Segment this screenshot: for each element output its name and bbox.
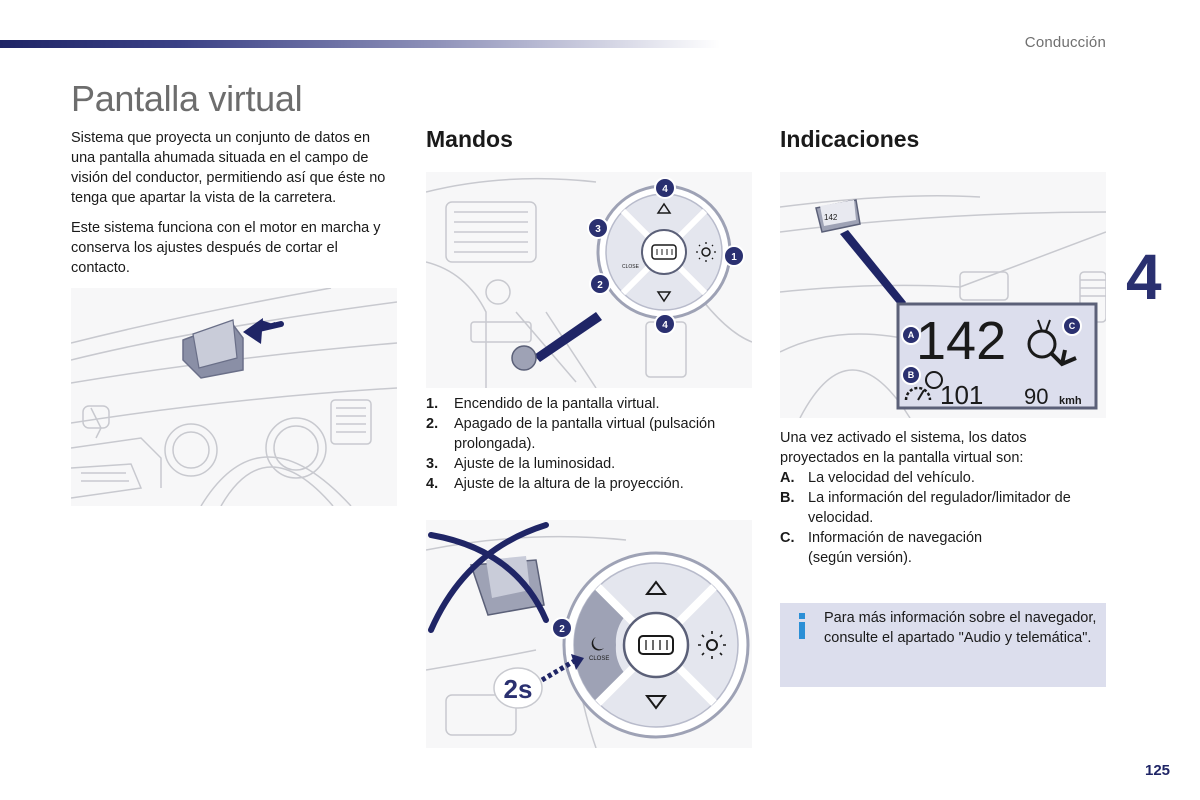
display-limit-speed: 90	[1024, 384, 1048, 409]
controls-drawing: CLOSE 4 3 1 2 4	[426, 172, 752, 388]
display-drawing: 142 142 101 90 kmh A B C	[780, 172, 1106, 418]
intro-paragraph-1: Sistema que proyecta un conjunto de dato…	[71, 130, 386, 206]
display-speed: 142	[916, 311, 1006, 371]
callout-4-top: 4	[662, 184, 668, 195]
long-press-illustration: CLOSE 2 2s	[426, 520, 752, 748]
close-label-large: CLOSE	[589, 656, 609, 662]
list-item: A.La velocidad del vehículo.	[780, 470, 975, 486]
callout-3: 3	[595, 224, 601, 235]
mandos-list: 1.Encendido de la pantalla virtual. 2.Ap…	[426, 394, 726, 494]
head-up-display-illustration: 142 142 101 90 kmh A B C	[780, 172, 1106, 418]
mandos-heading: Mandos	[426, 126, 513, 152]
close-label: CLOSE	[622, 264, 640, 270]
section-name: Conducción	[1024, 34, 1106, 51]
intro-paragraph-2: Este sistema funciona con el motor en ma…	[71, 220, 381, 276]
page-title: Pantalla virtual	[71, 78, 303, 119]
list-item: B.La información del regulador/limitador…	[780, 490, 1071, 526]
display-unit: kmh	[1059, 395, 1082, 407]
indicaciones-heading: Indicaciones	[780, 126, 920, 152]
list-item: 3.Ajuste de la luminosidad.	[426, 456, 616, 472]
list-item: C.Información de navegación (según versi…	[780, 530, 983, 566]
info-icon	[799, 613, 805, 639]
dashboard-drawing	[71, 288, 397, 506]
press-duration-label: 2s	[504, 674, 533, 704]
callout-2-longpress: 2	[559, 624, 565, 635]
info-text: Para más información sobre el navegador,…	[824, 610, 1097, 646]
indicaciones-intro: Una vez activado el sistema, los datos p…	[780, 430, 1027, 466]
list-item: 2.Apagado de la pantalla virtual (pulsac…	[426, 416, 716, 452]
long-press-drawing: CLOSE 2 2s	[426, 520, 752, 748]
list-item: 4.Ajuste de la altura de la proyección.	[426, 476, 684, 492]
label-c: C	[1069, 321, 1076, 331]
info-box: Para más información sobre el navegador,…	[780, 603, 1106, 687]
indicaciones-list: A.La velocidad del vehículo. B.La inform…	[780, 468, 1106, 568]
callout-1: 1	[731, 252, 737, 263]
callout-2: 2	[597, 280, 603, 291]
dashboard-illustration	[71, 288, 397, 506]
mini-display-speed: 142	[824, 213, 838, 222]
page-number: 125	[1145, 762, 1171, 779]
header-gradient-bar	[0, 40, 720, 48]
display-cruise-speed: 101	[940, 380, 983, 410]
chapter-number: 4	[1126, 241, 1162, 313]
callout-4-bottom: 4	[662, 320, 668, 331]
label-a: A	[908, 330, 915, 340]
controls-illustration: CLOSE 4 3 1 2 4	[426, 172, 752, 388]
list-item: 1.Encendido de la pantalla virtual.	[426, 396, 660, 412]
label-b: B	[908, 370, 915, 380]
